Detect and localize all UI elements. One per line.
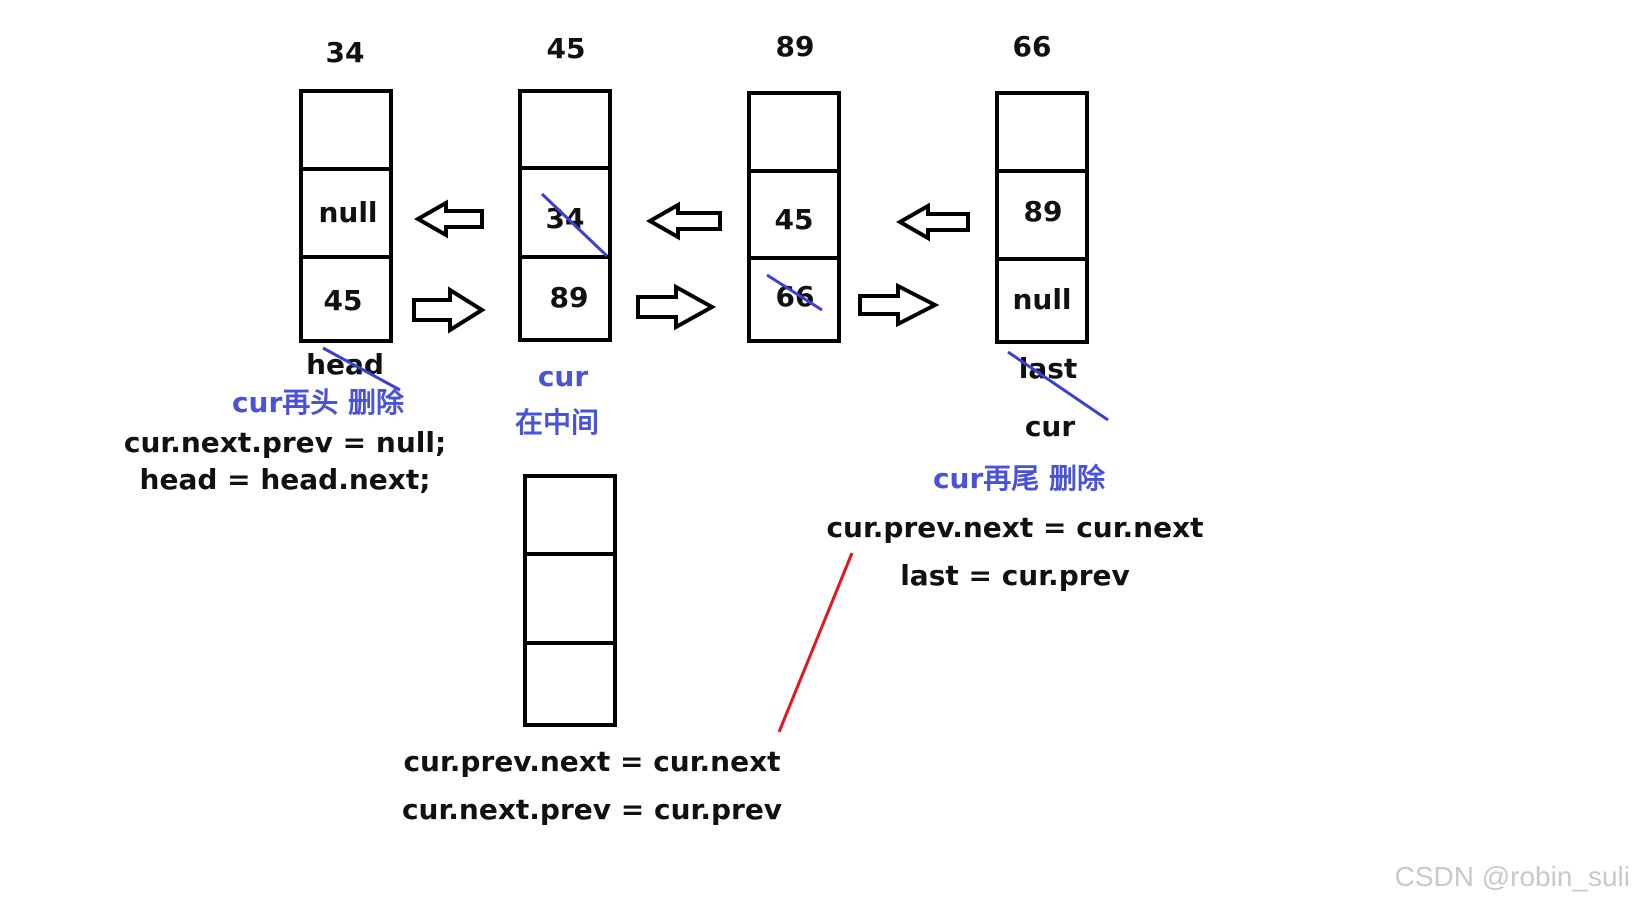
node-66-cell-2 bbox=[995, 169, 1089, 261]
middle-cur-label: cur bbox=[538, 360, 589, 393]
node-45-label: 45 bbox=[547, 32, 586, 65]
tail-case-code-line-1: cur.prev.next = cur.next bbox=[826, 511, 1203, 544]
node-66: 66 89 null last cur bbox=[995, 30, 1109, 443]
node-45-prev-strikethrough bbox=[540, 192, 609, 258]
middle-case-code-line-2: cur.next.prev = cur.prev bbox=[402, 793, 782, 826]
middle-case-code-line-1: cur.prev.next = cur.next bbox=[403, 745, 780, 778]
node-89: 89 45 66 bbox=[747, 30, 841, 343]
tail-cur-label: cur bbox=[1025, 410, 1076, 443]
node-89-prev-value: 45 bbox=[775, 203, 814, 236]
head-case-code-line-2: head = head.next; bbox=[140, 463, 431, 496]
next-arrow-89-to-66 bbox=[858, 282, 940, 328]
node-45-cell-3 bbox=[518, 255, 612, 342]
node-34-cell-1 bbox=[299, 89, 393, 171]
head-case-code-line-1: cur.next.prev = null; bbox=[124, 426, 446, 459]
watermark: CSDN @robin_suli bbox=[1395, 861, 1630, 892]
middle-case-title: 在中间 bbox=[515, 406, 599, 439]
node-45-next-value: 89 bbox=[550, 281, 589, 314]
node-89-label: 89 bbox=[776, 30, 815, 63]
node-66-cell-3 bbox=[995, 257, 1089, 344]
node-spare-cell-1 bbox=[523, 474, 617, 556]
next-arrow-34-to-45 bbox=[412, 286, 486, 334]
node-89-cell-3 bbox=[747, 256, 841, 343]
node-spare-cell-2 bbox=[523, 552, 617, 645]
head-case-title: cur再头 删除 bbox=[232, 386, 405, 419]
tail-case-title: cur再尾 删除 bbox=[933, 462, 1106, 495]
node-45-cell-2 bbox=[518, 166, 612, 259]
node-45-cell-1 bbox=[518, 89, 612, 170]
node-89-next-strikethrough bbox=[766, 273, 823, 312]
node-34-next-value: 45 bbox=[324, 284, 363, 317]
node-spare-cell-3 bbox=[523, 641, 617, 727]
node-34-cell-3 bbox=[299, 255, 393, 343]
next-arrow-45-to-89 bbox=[636, 283, 717, 331]
last-strikethrough bbox=[1007, 350, 1109, 422]
node-34-label: 34 bbox=[326, 36, 365, 69]
node-66-label: 66 bbox=[1013, 30, 1052, 63]
node-66-next-value: null bbox=[1012, 283, 1071, 316]
prev-arrow-66-to-89 bbox=[895, 202, 970, 242]
head-strikethrough bbox=[322, 346, 401, 392]
prev-arrow-45-to-34 bbox=[413, 199, 484, 239]
node-spare bbox=[523, 474, 617, 727]
red-connector-line bbox=[777, 552, 854, 733]
node-34-prev-value: null bbox=[318, 196, 377, 229]
middle-delete-case: cur.prev.next = cur.next cur.next.prev =… bbox=[402, 745, 782, 826]
node-66-prev-value: 89 bbox=[1024, 195, 1063, 228]
node-89-cell-1 bbox=[747, 91, 841, 173]
prev-arrow-89-to-45 bbox=[645, 201, 722, 241]
node-34: 34 null 45 head bbox=[299, 36, 401, 392]
node-45: 45 34 89 cur 在中间 bbox=[515, 32, 612, 439]
tail-case-code-line-2: last = cur.prev bbox=[900, 559, 1130, 592]
tail-delete-case: cur再尾 删除 cur.prev.next = cur.next last =… bbox=[826, 462, 1203, 592]
head-delete-case: cur再头 删除 cur.next.prev = null; head = he… bbox=[124, 386, 446, 496]
node-66-cell-1 bbox=[995, 91, 1089, 173]
